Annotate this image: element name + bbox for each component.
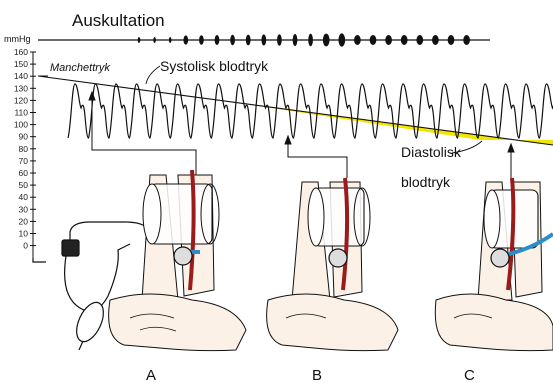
stethoscope-c [491, 249, 509, 267]
korotkoff-sound-mark [138, 37, 141, 43]
auscultation-title: Auskultation [72, 11, 165, 30]
korotkoff-sound-mark [293, 34, 298, 46]
korotkoff-sound-mark [153, 37, 156, 43]
arm-panel-c [435, 178, 553, 351]
y-tick-label: 150 [14, 59, 28, 69]
y-tick-label: 40 [19, 192, 29, 202]
korotkoff-sound-mark [230, 35, 235, 45]
arm-panel-b [267, 178, 398, 351]
y-tick-label: 140 [14, 71, 28, 81]
pressure-waveform [68, 84, 553, 138]
korotkoff-sound-mark [169, 37, 172, 43]
panel-label-a: A [146, 367, 156, 383]
y-tick-label: 70 [19, 156, 29, 166]
korotkoff-sound-mark [338, 33, 345, 46]
y-tick-label: 10 [19, 229, 29, 239]
y-tick-label: 20 [19, 216, 29, 226]
korotkoff-sound-mark [416, 35, 423, 45]
y-tick-label: 90 [19, 132, 29, 142]
korotkoff-sound-mark [246, 35, 251, 46]
korotkoff-sound-mark [401, 35, 408, 45]
korotkoff-sound-mark [261, 34, 266, 45]
y-tick-label: 30 [19, 204, 29, 214]
y-tick-label: 110 [14, 108, 28, 118]
systolic-label: Systolisk blodtryk [160, 58, 269, 74]
arm-panel-a [109, 170, 246, 351]
korotkoff-sound-mark [277, 34, 282, 46]
korotkoff-sound-mark [183, 35, 188, 44]
panel-label-c: C [464, 367, 475, 383]
unit-label: mmHg [4, 34, 31, 44]
y-tick-label: 60 [19, 168, 29, 178]
korotkoff-sound-mark [385, 35, 392, 45]
stethoscope-b [329, 249, 347, 267]
korotkoff-sound-mark [354, 35, 361, 45]
y-tick-label: 160 [14, 47, 28, 57]
korotkoff-sound-mark [448, 35, 455, 45]
korotkoff-sound-mark [308, 34, 313, 46]
stethoscope-icon [174, 247, 192, 265]
y-tick-label: 80 [19, 144, 29, 154]
y-tick-label: 130 [14, 83, 28, 93]
systolic-pointer [146, 66, 160, 84]
diastolic-label-line1: Diastolisk [401, 144, 462, 160]
diastolic-label-line2: blodtryk [401, 174, 451, 190]
korotkoff-sound-mark [463, 35, 470, 45]
y-tick-label: 0 [23, 241, 28, 251]
korotkoff-sound-mark [215, 35, 220, 45]
korotkoff-sound-mark [370, 35, 377, 45]
korotkoff-sound-mark [432, 35, 439, 45]
cuff-pressure-label: Manchettryk [50, 62, 110, 74]
y-tick-label: 100 [14, 120, 28, 130]
y-tick-label: 120 [14, 95, 28, 105]
y-tick-label: 50 [19, 180, 29, 190]
korotkoff-sound-mark [199, 35, 204, 45]
korotkoff-sound-mark [323, 34, 330, 47]
panel-label-b: B [312, 367, 322, 383]
